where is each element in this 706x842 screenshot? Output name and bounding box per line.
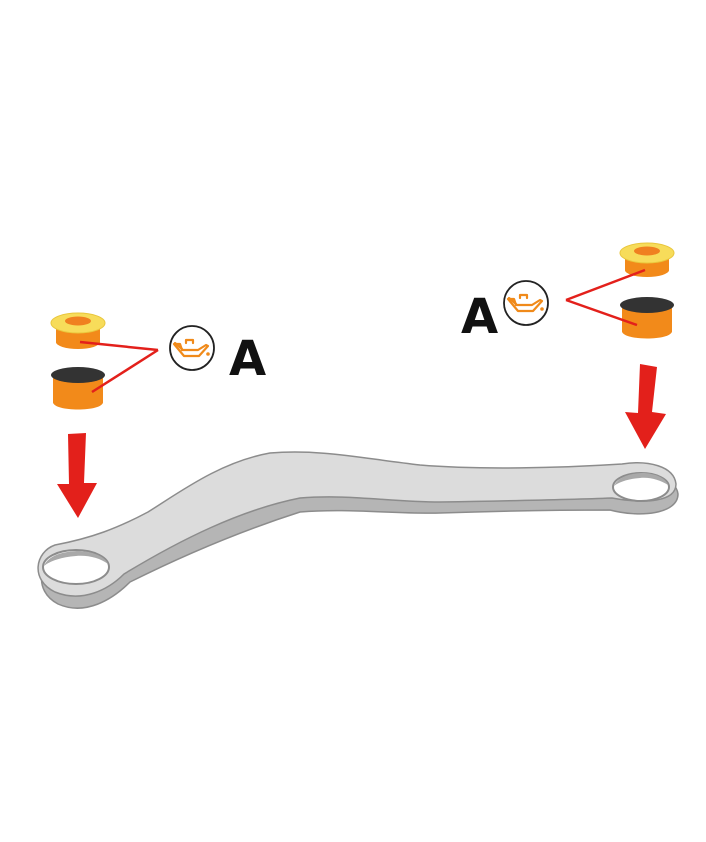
oil-can-icon bbox=[503, 280, 549, 326]
right-callout-letter: A bbox=[461, 289, 498, 345]
suspension-arm bbox=[37, 451, 679, 609]
arm-top-face bbox=[37, 451, 677, 597]
right-capped-bush bbox=[620, 297, 674, 339]
right-leader-line-bottom bbox=[565, 298, 638, 327]
oil-can-icon bbox=[169, 325, 215, 371]
right-flanged-bush bbox=[619, 242, 675, 277]
right-leader-line-top bbox=[565, 268, 646, 302]
left-bush-group: A bbox=[50, 312, 266, 518]
right-down-arrow bbox=[625, 364, 666, 449]
left-leader-line-top bbox=[79, 340, 159, 352]
left-leader-line-bottom bbox=[91, 348, 159, 394]
left-flanged-bush bbox=[50, 312, 106, 349]
right-bush-group: A bbox=[461, 242, 675, 449]
left-callout-letter: A bbox=[229, 331, 266, 387]
left-capped-bush bbox=[51, 367, 105, 410]
arm-left-eye-inner-shadow bbox=[44, 551, 108, 566]
arm-right-eye-inner-shadow bbox=[614, 473, 668, 486]
left-down-arrow bbox=[57, 433, 97, 518]
